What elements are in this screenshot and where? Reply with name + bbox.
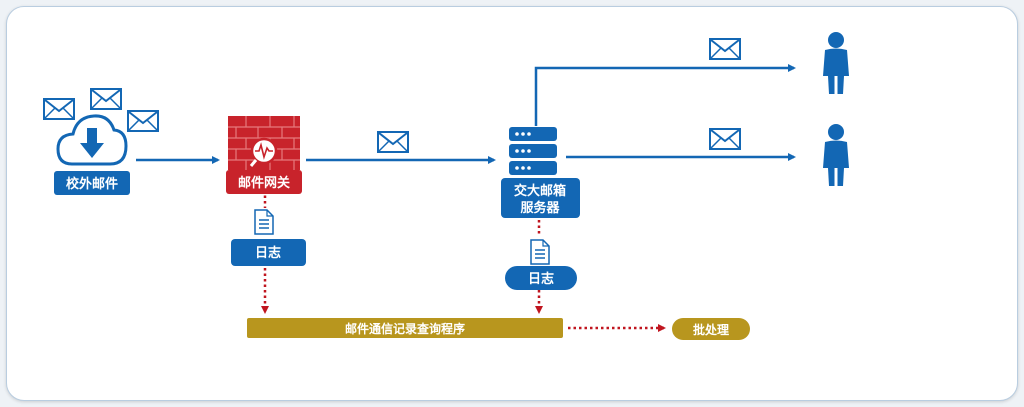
cloud-download-icon bbox=[56, 114, 128, 166]
person-icon bbox=[823, 124, 849, 186]
gateway-text: 邮件网关 bbox=[238, 175, 290, 191]
external-mail-label: 校外邮件 bbox=[54, 171, 130, 195]
envelope-icon bbox=[709, 128, 741, 150]
server-label: 交大邮箱 服务器 bbox=[501, 178, 580, 218]
gateway-log-text: 日志 bbox=[255, 245, 281, 261]
flow-arrows bbox=[136, 64, 796, 164]
external-mail-text: 校外邮件 bbox=[66, 176, 118, 192]
envelope-icon bbox=[90, 88, 122, 110]
batch-label: 批处理 bbox=[672, 318, 750, 340]
log-arrows bbox=[261, 190, 666, 332]
person-icon bbox=[823, 32, 849, 94]
query-program-text: 邮件通信记录查询程序 bbox=[345, 321, 465, 336]
gateway-label: 邮件网关 bbox=[226, 170, 302, 194]
arrow-server-to-user-top bbox=[534, 64, 796, 126]
envelope-icon bbox=[43, 98, 75, 120]
document-icon bbox=[530, 239, 550, 265]
envelope-icon bbox=[377, 131, 409, 153]
gateway-log-label: 日志 bbox=[231, 239, 306, 266]
document-icon bbox=[254, 209, 274, 235]
server-text-line1: 交大邮箱 bbox=[514, 183, 566, 199]
server-icon bbox=[509, 127, 557, 175]
batch-text: 批处理 bbox=[693, 322, 729, 337]
firewall-icon bbox=[228, 116, 300, 170]
server-log-label: 日志 bbox=[505, 266, 577, 290]
envelope-icon bbox=[709, 38, 741, 60]
envelope-icon bbox=[127, 110, 159, 132]
query-program-bar: 邮件通信记录查询程序 bbox=[247, 318, 563, 338]
server-log-text: 日志 bbox=[528, 271, 554, 287]
server-text-line2: 服务器 bbox=[520, 200, 560, 216]
